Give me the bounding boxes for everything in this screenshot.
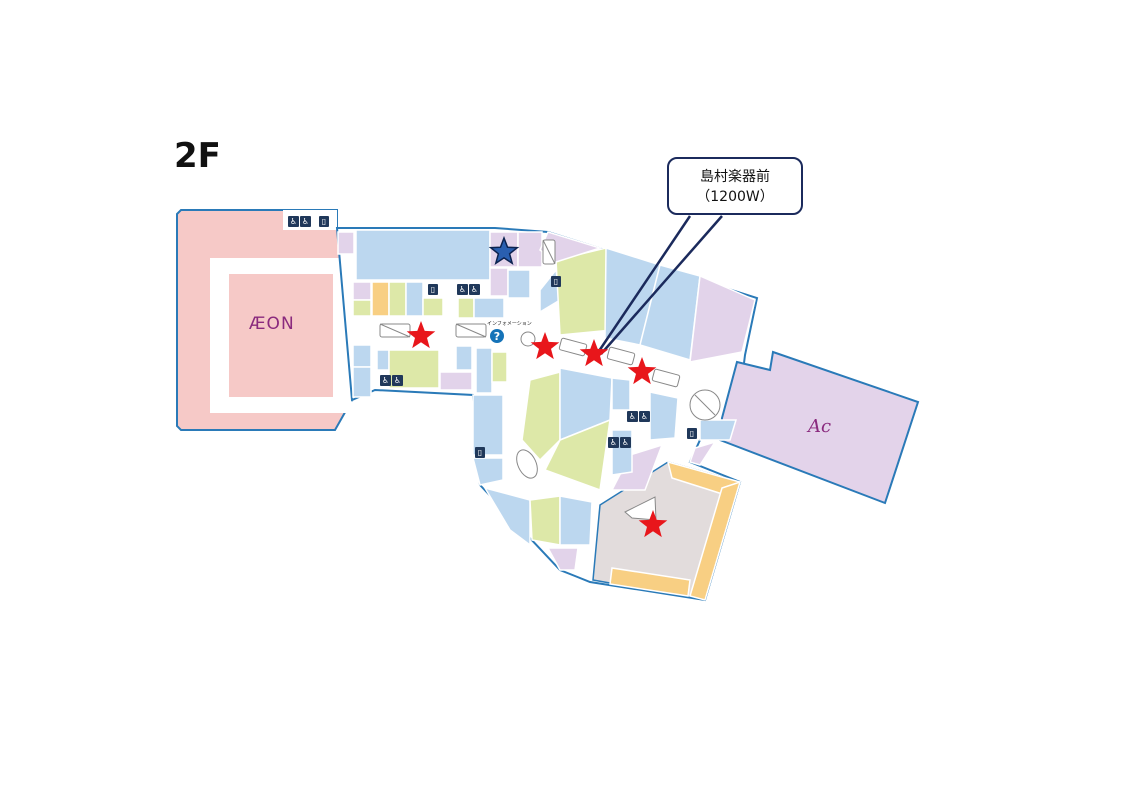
elevator-icon: ▯: [475, 447, 485, 458]
aeon-logo: ÆON: [249, 314, 295, 334]
bottom-orange-stores: [609, 460, 742, 601]
restroom-icon: ♿: [380, 375, 391, 386]
callout-title: 島村楽器前: [700, 169, 770, 185]
callout-leader: [595, 215, 692, 355]
red-star-marker: [530, 332, 560, 360]
callout-subtitle: （1200W）: [696, 189, 774, 205]
accessible-icon: ♿: [469, 284, 480, 295]
markers: [406, 235, 668, 538]
red-star-marker: [638, 510, 668, 538]
escalators: [379, 239, 721, 521]
blue-star-marker: [488, 235, 520, 266]
floor-label: 2F: [174, 136, 221, 176]
accessible-icon: ♿: [300, 216, 311, 227]
red-star-marker: [406, 321, 436, 349]
accessible-icon: ♿: [639, 411, 650, 422]
question-icon: ?: [494, 330, 500, 343]
accessible-icon: ♿: [620, 437, 631, 448]
accessible-icon: ♿: [392, 375, 403, 386]
ac-logo: Ac: [808, 416, 832, 437]
information-icon[interactable]: [490, 329, 504, 343]
elevator-icon: ▯: [428, 284, 438, 295]
restroom-icon: ♿: [457, 284, 468, 295]
callout-box: 島村楽器前 （1200W）: [667, 157, 803, 215]
restroom-icon: ♿: [608, 437, 619, 448]
aeon-store[interactable]: [229, 274, 333, 397]
elevator-icon: ▯: [551, 276, 561, 287]
red-star-marker: [579, 339, 609, 367]
elevator-icon: ▯: [687, 428, 697, 439]
callout-leader: [600, 215, 723, 355]
information-label: インフォメーション: [487, 321, 532, 327]
red-star-marker: [627, 357, 657, 385]
stores: [337, 229, 756, 571]
elevator-icon: ▯: [319, 216, 329, 227]
restroom-icon: ♿: [627, 411, 638, 422]
restroom-icon: ♿: [288, 216, 299, 227]
